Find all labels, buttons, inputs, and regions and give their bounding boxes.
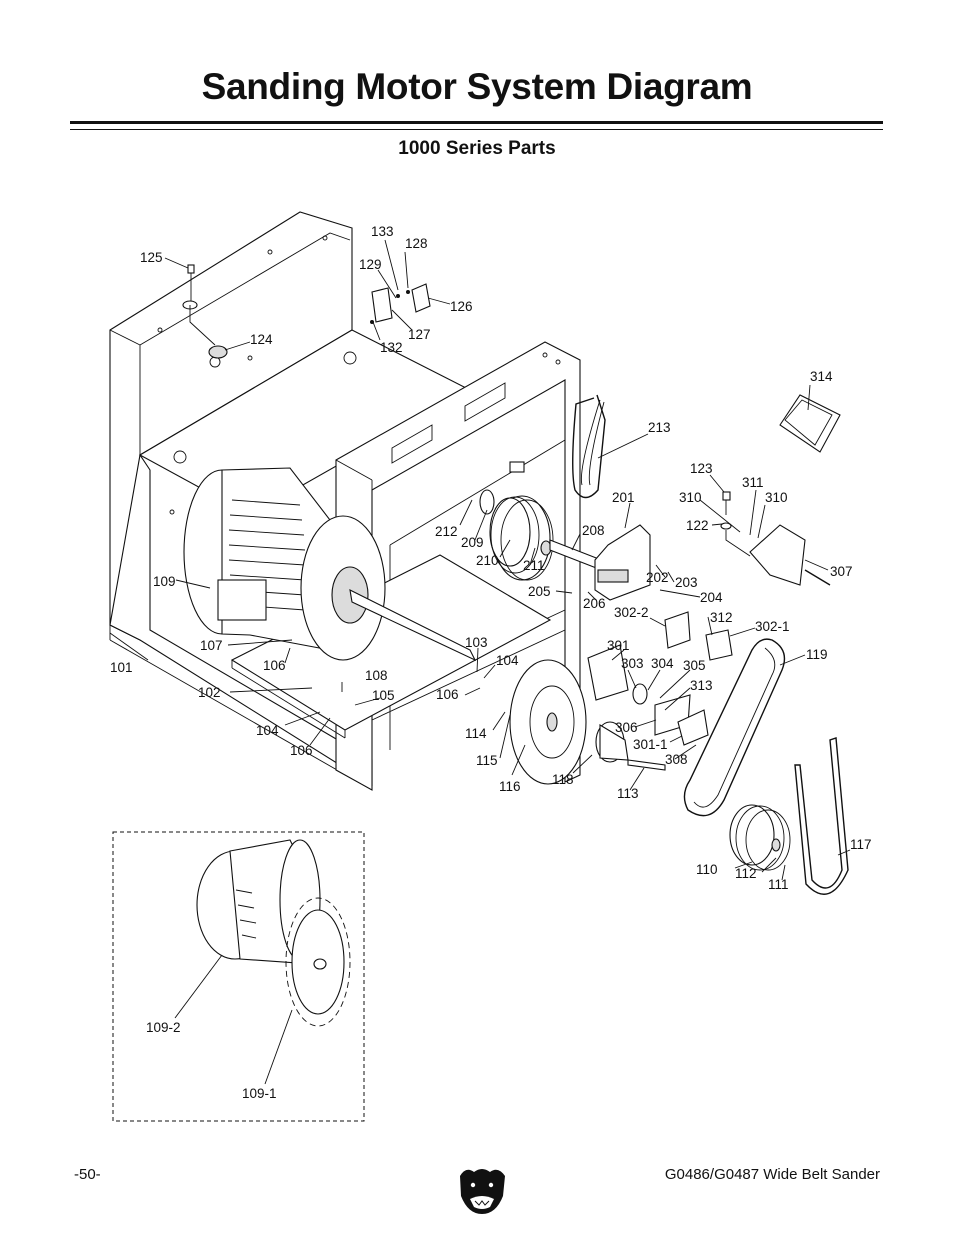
callout-208: 208 [582,523,605,538]
callout-110: 110 [696,862,718,877]
callout-306: 306 [615,720,638,735]
callout-212: 212 [435,524,458,539]
callout-124: 124 [250,332,273,347]
callout-205: 205 [528,584,551,599]
grizzly-bear-logo [460,1169,505,1214]
cabinet-frame-drawing [109,211,581,791]
callout-308: 308 [665,752,688,767]
model-name: G0486/G0487 Wide Belt Sander [664,1166,880,1183]
callout-313: 313 [690,678,713,693]
callout-307: 307 [830,564,853,579]
callout-203: 203 [675,575,698,590]
callout-206: 206 [583,596,606,611]
callout-312: 312 [710,610,733,625]
callout-128: 128 [405,236,428,251]
callout-103: 103 [465,635,488,650]
callout-202: 202 [646,570,669,585]
page-title: Sanding Motor System Diagram [201,66,753,107]
callout-122: 122 [686,518,709,533]
callout-labels: 101 102 103 104 104 105 106 106 106 107 … [110,224,872,1101]
callout-109: 109 [153,574,176,589]
callout-105: 105 [372,688,395,703]
callout-129: 129 [359,257,382,272]
callout-210: 210 [476,553,499,568]
spindle-assembly-drawing [479,461,791,871]
callout-125: 125 [140,250,163,265]
callout-209: 209 [461,535,484,550]
callout-107: 107 [200,638,223,653]
callout-201: 201 [612,490,635,505]
callout-112: 112 [735,866,757,881]
callout-305: 305 [683,658,706,673]
section-subtitle: 1000 Series Parts [398,138,556,159]
page-number: -50- [74,1166,101,1183]
callout-102: 102 [198,685,221,700]
callout-314: 314 [810,369,833,384]
callout-109-2: 109-2 [146,1020,181,1035]
callout-304: 304 [651,656,674,671]
callout-123: 123 [690,461,713,476]
callout-113: 113 [617,786,639,801]
title-rule-thin [70,129,883,130]
callout-104: 104 [256,723,279,738]
motor-drawing [183,467,477,662]
callout-204: 204 [700,590,723,605]
title-rule-thick [70,121,883,124]
callout-106: 106 [290,743,313,758]
callout-109-1: 109-1 [242,1086,277,1101]
callout-133: 133 [371,224,394,239]
callout-118: 118 [552,772,574,787]
callout-301-1: 301-1 [633,737,668,752]
callout-211: 211 [523,558,545,573]
callout-104: 104 [496,653,519,668]
leader-lines [109,239,851,1085]
callout-119: 119 [806,647,828,662]
callout-114: 114 [465,726,487,741]
callout-126: 126 [450,299,473,314]
callout-115: 115 [476,753,498,768]
callout-101: 101 [110,660,133,675]
callout-127: 127 [408,327,431,342]
callout-116: 116 [499,779,521,794]
callout-303: 303 [621,656,644,671]
callout-111: 111 [768,877,789,892]
callout-106: 106 [263,658,286,673]
callout-311: 311 [742,475,764,490]
callout-213: 213 [648,420,671,435]
callout-301: 301 [607,638,630,653]
callout-302-1: 302-1 [755,619,790,634]
callout-302-2: 302-2 [614,605,649,620]
belts-drawing [572,394,849,895]
callout-106: 106 [436,687,459,702]
callout-132: 132 [380,340,403,355]
callout-117: 117 [850,837,872,852]
callout-310: 310 [679,490,702,505]
hardware-drawing [182,264,841,586]
callout-108: 108 [365,668,388,683]
callout-310: 310 [765,490,788,505]
fan-detail-drawing [112,831,365,1122]
